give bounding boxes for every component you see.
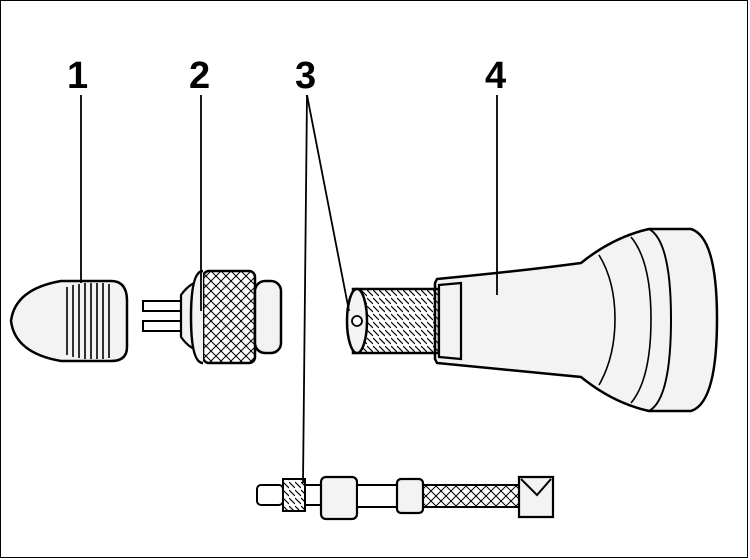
core-tool — [142, 269, 283, 365]
leader-lines — [80, 94, 498, 484]
valve-cap — [9, 279, 129, 363]
leader-line-3a — [306, 94, 350, 312]
callout-3: 3 — [295, 55, 317, 97]
callout-2: 2 — [189, 55, 211, 97]
callout-1: 1 — [67, 55, 89, 97]
leader-line-3b — [302, 94, 308, 484]
valve-body — [345, 227, 719, 413]
callout-4: 4 — [485, 55, 507, 97]
valve-core — [256, 475, 555, 521]
